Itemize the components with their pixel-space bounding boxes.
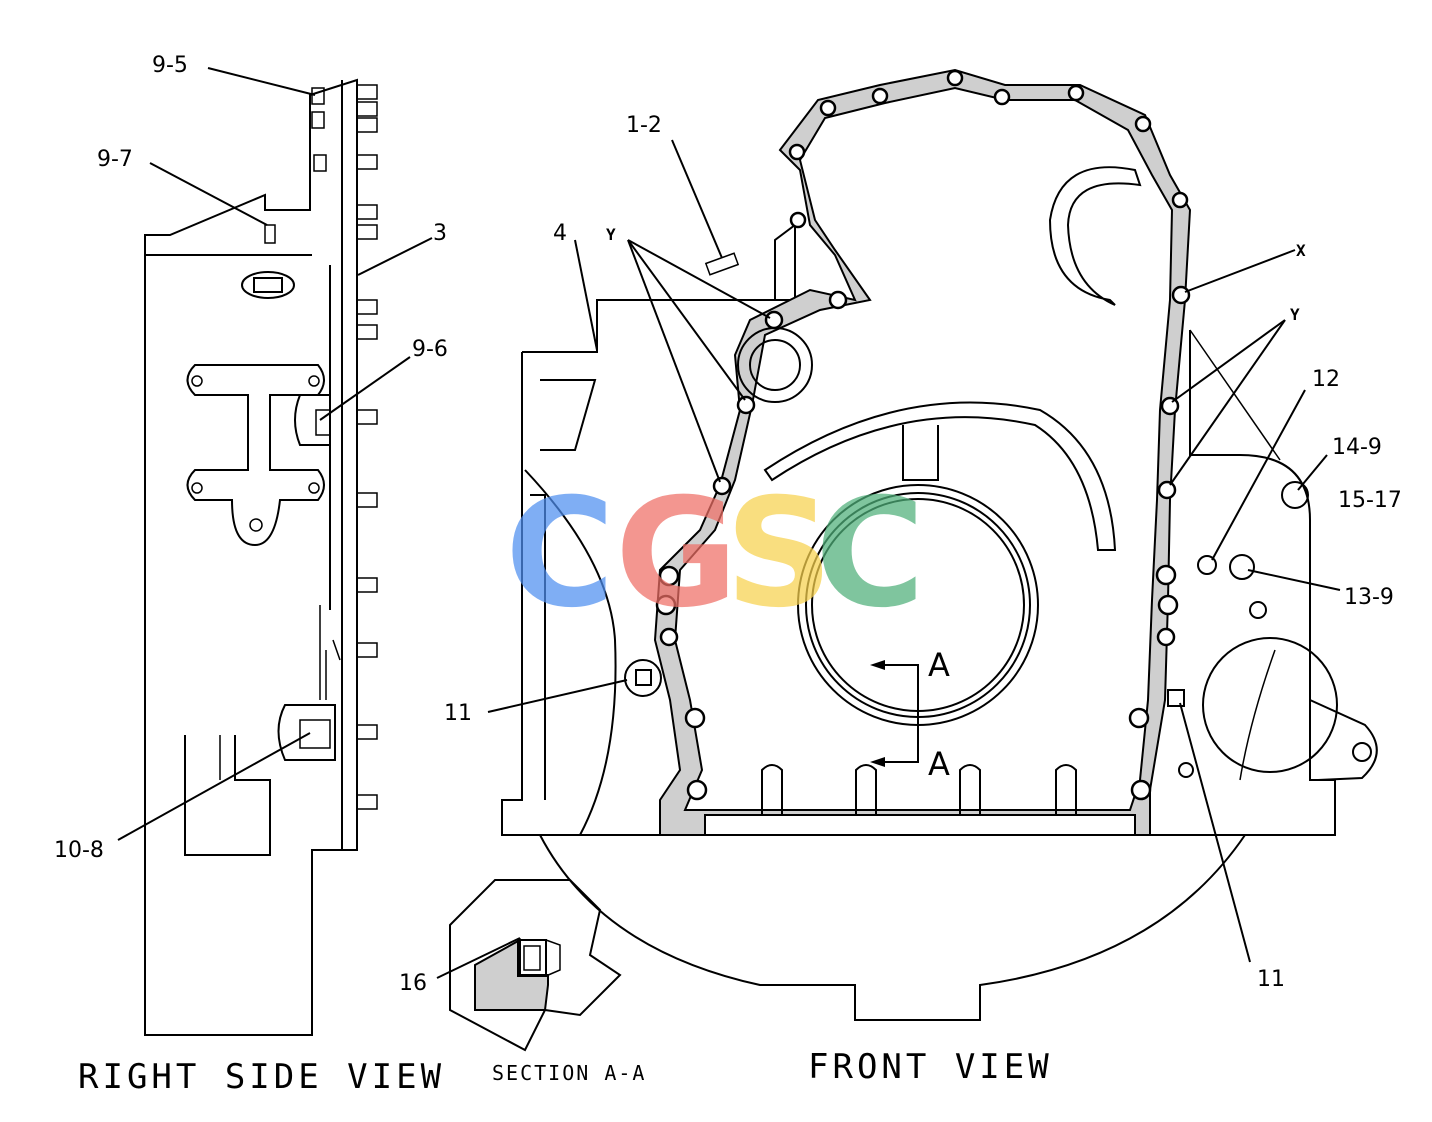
callout-y-right: Y: [1290, 305, 1300, 324]
callout-9-5: 9-5: [152, 53, 188, 78]
callout-12: 12: [1312, 367, 1340, 392]
section-aa-detail: [436, 879, 622, 1052]
callout-10-8: 10-8: [54, 838, 104, 863]
watermark-letter-c2: C: [815, 467, 925, 641]
title-right-side-view: RIGHT SIDE VIEW: [78, 1057, 445, 1097]
side-bolt-column: [356, 84, 378, 810]
gasket-bolt-holes: [655, 69, 1191, 801]
callout-3: 3: [433, 221, 447, 246]
callout-x: X: [1296, 241, 1306, 260]
title-front-view: FRONT VIEW: [808, 1047, 1053, 1087]
callout-15-17: 15-17: [1338, 488, 1402, 513]
callout-9-7: 9-7: [97, 147, 133, 172]
watermark-letter-c1: C: [505, 467, 615, 641]
section-mark-bottom: A: [928, 745, 950, 783]
callout-9-6: 9-6: [412, 337, 448, 362]
right-side-view: [144, 78, 378, 1036]
callout-1-2: 1-2: [626, 113, 662, 138]
callout-11-left: 11: [444, 701, 472, 726]
front-view: A A: [501, 68, 1378, 1021]
title-section-aa: SECTION A-A: [492, 1061, 646, 1085]
watermark-letter-g: G: [615, 467, 738, 641]
cgsc-watermark-logo: C G S C: [505, 467, 925, 641]
housing-outline: [501, 223, 1336, 836]
callout-16: 16: [399, 971, 427, 996]
section-mark-top: A: [928, 646, 950, 684]
side-body-outline: [144, 78, 358, 1036]
gasket: [653, 68, 1192, 836]
callout-4: 4: [553, 221, 567, 246]
callout-13-9: 13-9: [1344, 585, 1394, 610]
watermark-letter-s: S: [725, 467, 833, 641]
callout-y-left: Y: [606, 225, 616, 244]
callout-11-right: 11: [1257, 967, 1285, 992]
callout-14-9: 14-9: [1332, 435, 1382, 460]
